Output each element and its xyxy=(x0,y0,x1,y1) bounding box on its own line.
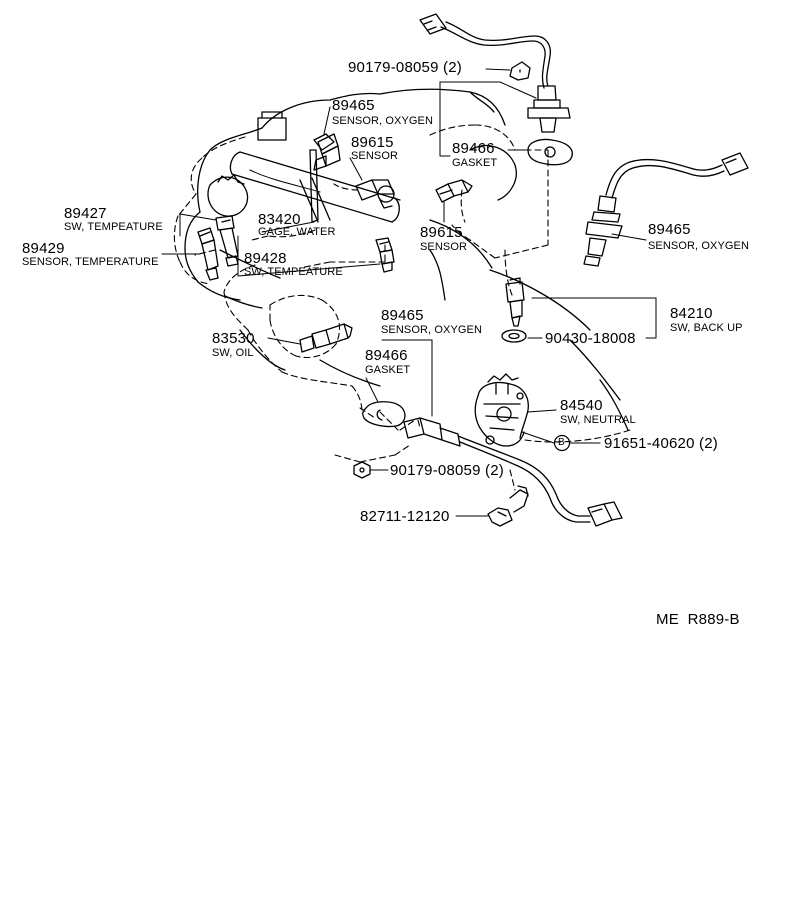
part-number-89465-right: 89465 xyxy=(648,221,691,238)
clamp-82711 xyxy=(487,485,529,527)
temperature-switch-89427 xyxy=(215,215,239,267)
part-name-89465-right: SENSOR, OXYGEN xyxy=(648,240,750,252)
part-name-89465-upper: SENSOR, OXYGEN xyxy=(332,115,434,127)
part-name-84210: SW, BACK UP xyxy=(670,322,743,334)
oil-switch-83530 xyxy=(299,323,353,353)
part-number-82711: 82711-12120 xyxy=(360,508,450,525)
temperature-sensor-89429 xyxy=(197,227,219,281)
part-number-84540: 84540 xyxy=(560,397,603,414)
reference-mark-b: B xyxy=(558,437,565,448)
part-number-89465-lower: 89465 xyxy=(381,307,424,324)
part-number-83420: 83420 xyxy=(258,211,301,228)
part-number-89429: 89429 xyxy=(22,240,65,257)
part-name-89427: SW, TEMPEATURE xyxy=(64,221,163,233)
part-number-89465-upper: 89465 xyxy=(332,97,375,114)
part-name-89466-upper: GASKET xyxy=(452,157,498,169)
part-number: 90179-08059 xyxy=(348,59,439,76)
oxygen-sensor-lower xyxy=(403,417,623,527)
part-name-89615-upper: SENSOR xyxy=(351,150,399,162)
part-name-84540: SW, NEUTRAL xyxy=(560,414,636,426)
part-name-89615-center: SENSOR xyxy=(420,241,468,253)
part-name-83530: SW, OIL xyxy=(212,347,254,359)
part-name-83420: GAGE, WATER xyxy=(258,226,336,238)
part-number: 91651-40620 xyxy=(604,435,695,452)
oxygen-sensor-upper-left xyxy=(313,133,341,171)
part-number-89427: 89427 xyxy=(64,205,107,222)
oxygen-sensor-right xyxy=(583,152,749,267)
part-name-89466-lower: GASKET xyxy=(365,364,411,376)
part-number-89428: 89428 xyxy=(244,250,287,267)
diagram-code: ME R889-B xyxy=(656,611,740,628)
part-number-89615-upper: 89615 xyxy=(351,134,394,151)
part-name-89428: SW, TEMPEATURE xyxy=(244,266,343,278)
part-number-84210: 84210 xyxy=(670,305,713,322)
part-number-90179-top: 90179-08059 (2) xyxy=(348,60,462,75)
part-quantity: (2) xyxy=(443,59,462,76)
part-number-89466-lower: 89466 xyxy=(365,347,408,364)
engine-outline xyxy=(184,88,629,431)
part-number-83530: 83530 xyxy=(212,330,255,347)
part-quantity: (2) xyxy=(699,435,718,452)
sensor-89615-center xyxy=(435,179,473,203)
neutral-switch-84540 xyxy=(474,373,529,447)
part-number-90179-lower: 90179-08059 (2) xyxy=(390,463,504,478)
switch-89428 xyxy=(375,237,395,273)
part-name-89465-lower: SENSOR, OXYGEN xyxy=(381,324,483,336)
oxygen-sensor-top xyxy=(419,13,571,133)
part-number-89466-upper: 89466 xyxy=(452,140,495,157)
part-number-89615-center: 89615 xyxy=(420,224,463,241)
backup-switch-84210 xyxy=(505,277,525,327)
part-name-89429: SENSOR, TEMPERATURE xyxy=(22,256,159,268)
part-number: 90179-08059 xyxy=(390,462,481,479)
part-number-90430: 90430-18008 xyxy=(545,330,636,347)
sensor-89615-upper xyxy=(355,179,395,209)
part-quantity: (2) xyxy=(485,462,504,479)
part-number-91651: 91651-40620 (2) xyxy=(604,436,718,451)
